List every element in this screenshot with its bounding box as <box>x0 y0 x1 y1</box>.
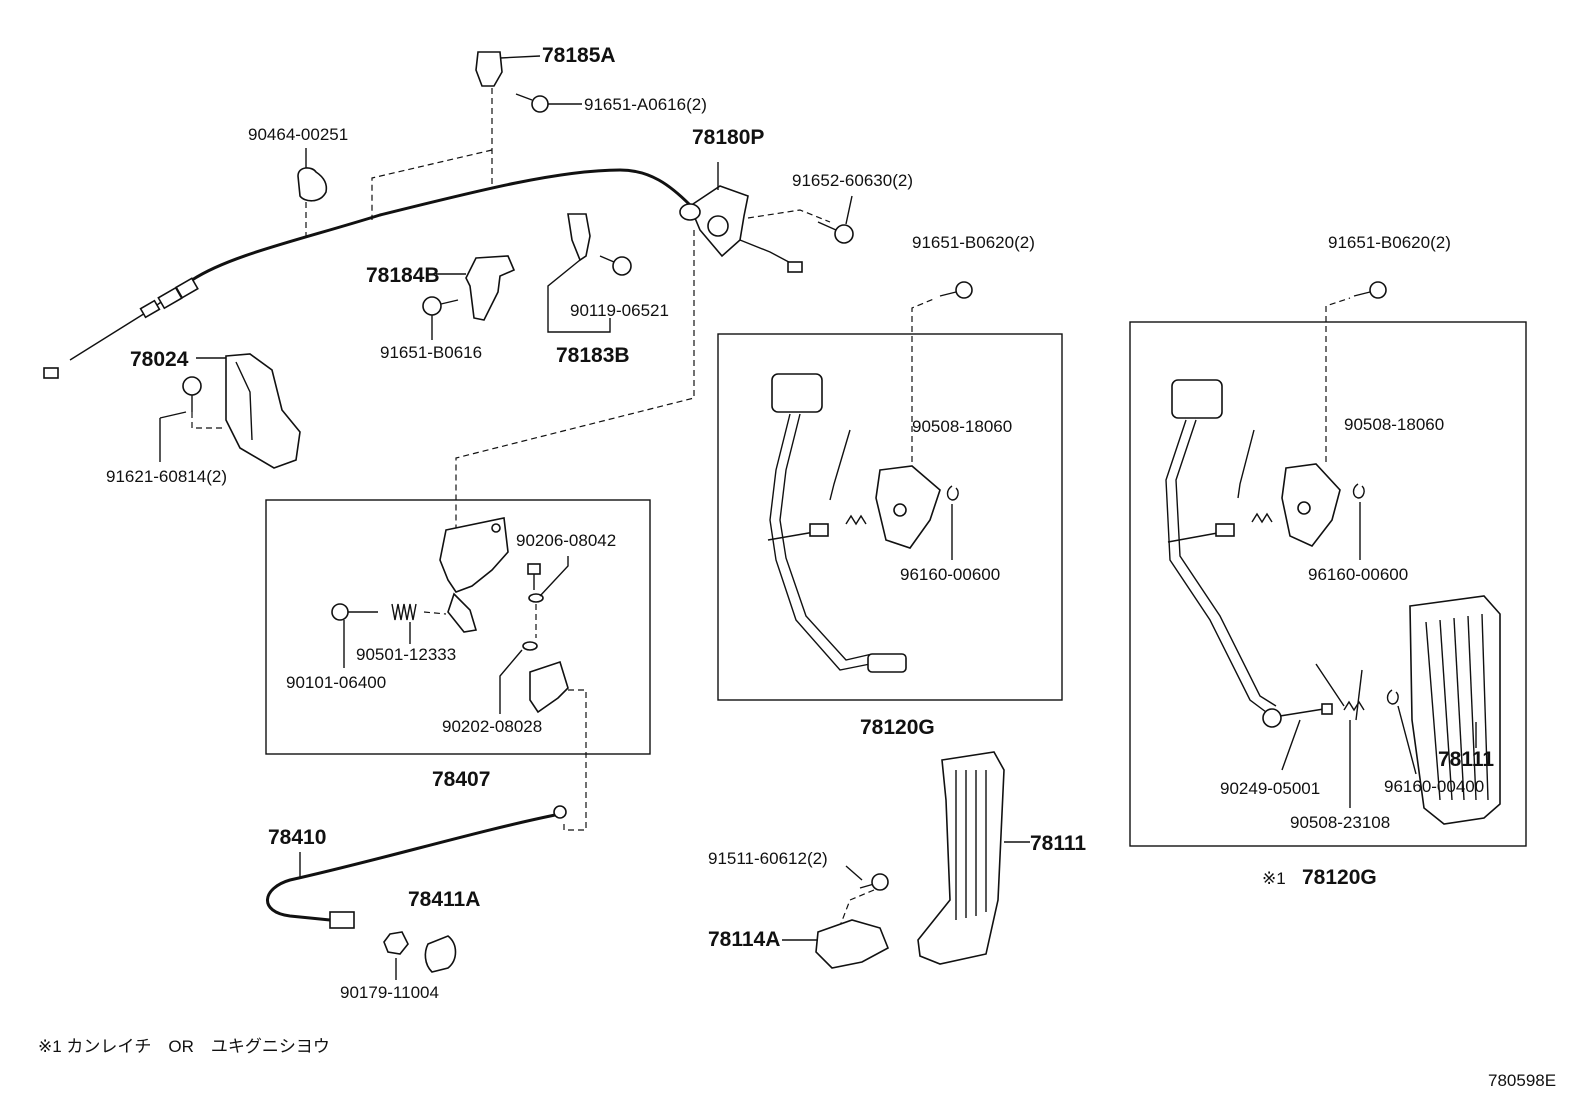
clip-96160-00600-b <box>1352 483 1365 560</box>
pedal-arm-78120G-b <box>1165 379 1282 728</box>
label-78120G-a: 78120G <box>860 716 935 739</box>
label-90101-06400: 90101-06400 <box>286 673 386 692</box>
plate-78120G-b <box>1281 463 1341 547</box>
label-91651-B0616: 91651-B0616 <box>380 343 482 362</box>
bolt-91651-B0620-b <box>1353 281 1387 299</box>
label-91651-B0620-b: 91651-B0620(2) <box>1328 233 1451 252</box>
label-78183B: 78183B <box>556 344 630 367</box>
label-78184B: 78184B <box>366 264 440 287</box>
clip-96160-00600-a <box>946 485 959 560</box>
clamp-90464-00251 <box>297 148 328 238</box>
spring-90501-12333 <box>391 603 447 644</box>
label-90179-11004: 90179-11004 <box>340 983 439 1002</box>
cable-78410 <box>266 805 567 929</box>
bolt-91651-B0620-a <box>939 281 973 299</box>
bolt-91621-60814 <box>159 376 222 462</box>
label-90249-05001: 90249-05001 <box>1220 779 1320 798</box>
link-bracket-78407 <box>439 517 509 633</box>
bracket-78183B <box>547 213 611 333</box>
bracket-78184B <box>436 255 516 321</box>
bracket-78024 <box>196 353 301 469</box>
cap-78411A <box>424 935 457 973</box>
label-78410: 78410 <box>268 826 326 849</box>
label-78120G-b: 78120G <box>1302 866 1377 889</box>
plate-78120G-a <box>875 465 941 549</box>
group-box-78407 <box>265 499 651 755</box>
footnote: ※1 カンレイチ OR ユキグニシヨウ <box>38 1037 330 1056</box>
bolt-90101-06400 <box>331 603 378 668</box>
spring-90508-18060-b <box>1237 429 1273 524</box>
label-78024: 78024 <box>130 348 189 371</box>
bolt-91511-60612 <box>839 865 889 927</box>
clip-96160-00400 <box>1386 689 1417 775</box>
label-90508-18060-b: 90508-18060 <box>1344 415 1444 434</box>
accelerator-cable-upper <box>43 168 692 379</box>
nut-90179-11004 <box>383 931 409 980</box>
label-96160-00400: 96160-00400 <box>1384 777 1484 796</box>
label-78180P: 78180P <box>692 126 764 149</box>
label-96160-00600-b: 96160-00600 <box>1308 565 1408 584</box>
label-91621-60814: 91621-60814(2) <box>106 467 227 486</box>
clip-78185A <box>475 51 541 87</box>
bolt-91651-B0616 <box>422 296 459 340</box>
pedal-pad-78111-b <box>1409 595 1501 825</box>
bolt-90206-08042 <box>527 556 569 638</box>
spring-90508-18060-a <box>829 429 867 526</box>
label-91511-60612: 91511-60612(2) <box>708 849 828 868</box>
label-78411A: 78411A <box>408 888 480 911</box>
label-90119-06521: 90119-06521 <box>570 301 669 320</box>
label-90464-00251: 90464-00251 <box>248 125 348 144</box>
label-90508-18060-a: 90508-18060 <box>912 417 1012 436</box>
label-90202-08028: 90202-08028 <box>442 717 542 736</box>
washer-90202-08028 <box>499 641 587 831</box>
spring-90508-23108 <box>1315 663 1365 808</box>
label-90501-12333: 90501-12333 <box>356 645 456 664</box>
pin-90249-05001 <box>1279 703 1333 771</box>
label-91651-A0616: 91651-A0616(2) <box>584 95 707 114</box>
pedal-pad-78111-a <box>917 751 1030 965</box>
label-78111-a: 78111 <box>1030 832 1086 855</box>
bracket-78114A <box>782 919 890 969</box>
note-mark: ※1 <box>1262 869 1286 888</box>
bolt-91652-60630 <box>817 195 854 244</box>
bracket-78180P <box>679 162 803 273</box>
label-96160-00600-a: 96160-00600 <box>900 565 1000 584</box>
label-78185A: 78185A <box>542 44 616 67</box>
group-box-78120G-cold-region <box>1129 321 1527 847</box>
bolt-90119-06521 <box>599 255 632 276</box>
label-78114A: 78114A <box>708 928 780 951</box>
label-90206-08042: 90206-08042 <box>516 531 616 550</box>
label-78407: 78407 <box>432 768 490 791</box>
group-box-78120G-standard <box>717 333 1063 701</box>
label-91651-B0620-a: 91651-B0620(2) <box>912 233 1035 252</box>
pedal-arm-78120G <box>767 373 907 673</box>
bolt-91651-A0616 <box>515 93 582 113</box>
diagram-code: 780598E <box>1488 1071 1556 1090</box>
label-90508-23108: 90508-23108 <box>1290 813 1390 832</box>
label-91652-60630: 91652-60630(2) <box>792 171 913 190</box>
label-78111-b: 78111 <box>1438 748 1494 771</box>
